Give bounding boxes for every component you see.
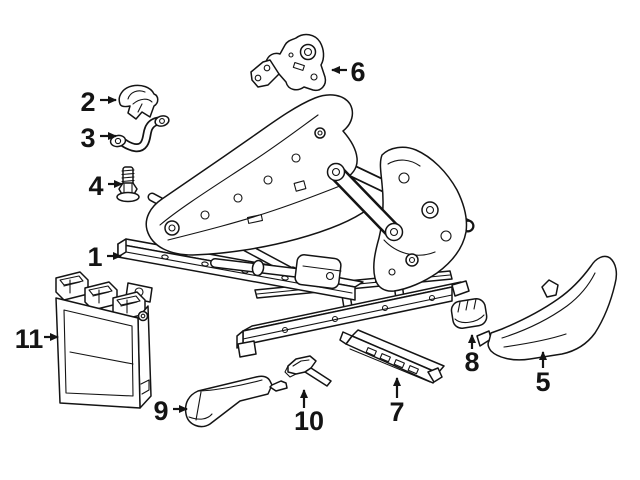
recliner-link-arm: [326, 162, 404, 242]
part-5-side-shield-drawing: [476, 255, 618, 361]
part-4-bolt-drawing: [116, 166, 140, 203]
part-10-cover-clip-drawing: [284, 355, 332, 387]
callout-8-label: 8: [464, 347, 479, 377]
callout-7-label: 7: [389, 397, 404, 427]
callout-10-label: 10: [294, 406, 324, 436]
callout-9: 9: [153, 396, 188, 426]
callout-2-label: 2: [80, 87, 95, 117]
part-7-rail-cover-drawing: [339, 329, 445, 384]
part-3-hook-bracket-drawing: [109, 115, 170, 153]
part-9-front-trim-drawing: [184, 375, 288, 428]
part-8-switch-knob-drawing: [450, 298, 488, 329]
callout-4: 4: [88, 171, 123, 201]
callout-4-label: 4: [88, 171, 103, 201]
callout-1: 1: [87, 242, 122, 272]
part-6-bracket-drawing: [250, 33, 327, 92]
callout-2: 2: [80, 87, 117, 117]
left-side-frame: [145, 94, 373, 256]
seat-adjuster-assembly-drawing: [117, 94, 475, 358]
adjuster-motor: [210, 254, 342, 290]
callout-11-label: 11: [15, 324, 44, 354]
callout-10: 10: [294, 389, 324, 436]
callout-9-label: 9: [153, 396, 168, 426]
callout-8: 8: [464, 334, 480, 377]
callout-5: 5: [535, 351, 551, 397]
callout-3: 3: [80, 123, 117, 153]
part-2-bracket-drawing: [118, 84, 159, 120]
callout-5-label: 5: [535, 367, 550, 397]
callout-11: 11: [15, 324, 59, 354]
callout-6-label: 6: [350, 57, 365, 87]
part-11-control-module-drawing: [55, 271, 152, 409]
callout-1-label: 1: [87, 242, 102, 272]
callout-3-label: 3: [80, 123, 95, 153]
callout-7: 7: [389, 377, 405, 427]
callout-6: 6: [331, 57, 366, 87]
